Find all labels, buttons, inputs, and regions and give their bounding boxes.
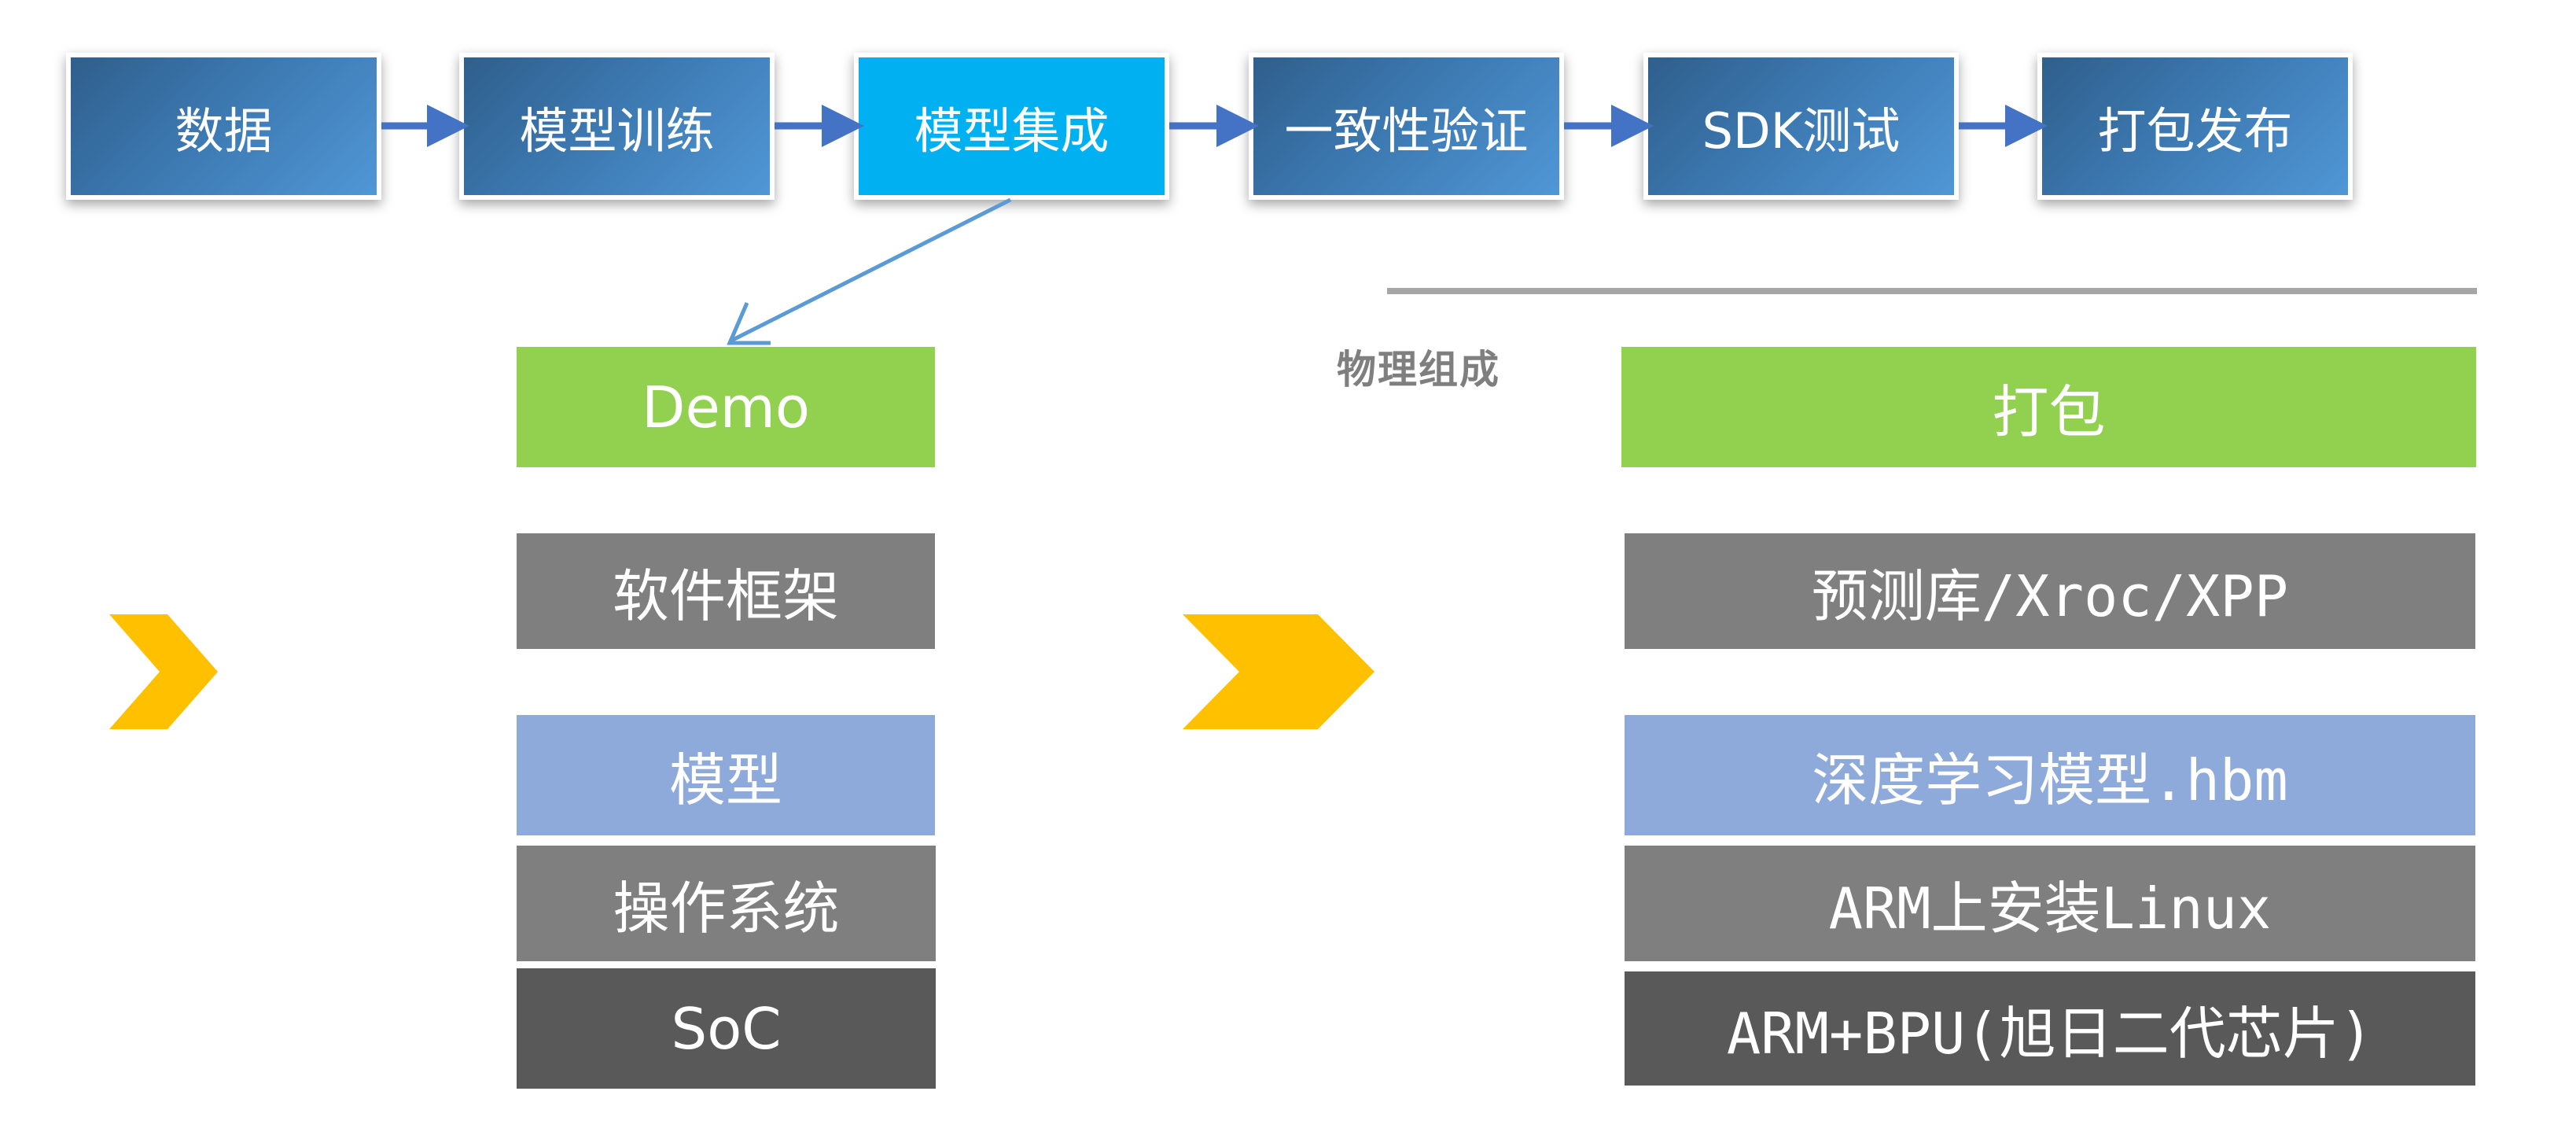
chevron-icon [1183,614,1374,729]
step-label: 一致性验证 [1253,57,1559,195]
physical-layer-linux-on-arm: ARM上安装Linux [1625,846,2475,961]
section-label-physical: 物理组成 [1337,346,1500,393]
stack-layer-model: 模型 [517,715,935,835]
stack-layer-operating-system: 操作系统 [517,846,936,961]
physical-layer-package: 打包 [1621,347,2476,467]
pipeline-step-consistency-check: 一致性验证 [1249,53,1564,200]
physical-layer-dl-model: 深度学习模型.hbm [1625,715,2475,835]
pipeline-step-data: 数据 [66,53,381,200]
stack-layer-software-framework: 软件框架 [517,533,935,649]
divider-line [1387,288,2477,294]
chevron-icon [109,614,218,729]
stack-layer-soc: SoC [517,968,936,1089]
step-label: 打包发布 [2042,57,2348,195]
step-label: 模型训练 [464,57,770,195]
integration-connector-arrow [727,197,1012,345]
pipeline-step-model-integration: 模型集成 [854,53,1169,200]
physical-layer-runtime-libs: 预测库/Xroc/XPP [1625,533,2475,649]
pipeline-step-model-training: 模型训练 [459,53,775,200]
step-label: SDK测试 [1648,57,1954,195]
step-label: 数据 [71,57,377,195]
pipeline-step-package-release: 打包发布 [2037,53,2353,200]
pipeline-step-sdk-test: SDK测试 [1643,53,1959,200]
physical-layer-arm-bpu-chip: ARM+BPU(旭日二代芯片) [1625,971,2475,1086]
stack-layer-demo: Demo [517,347,935,467]
step-label: 模型集成 [859,57,1165,195]
